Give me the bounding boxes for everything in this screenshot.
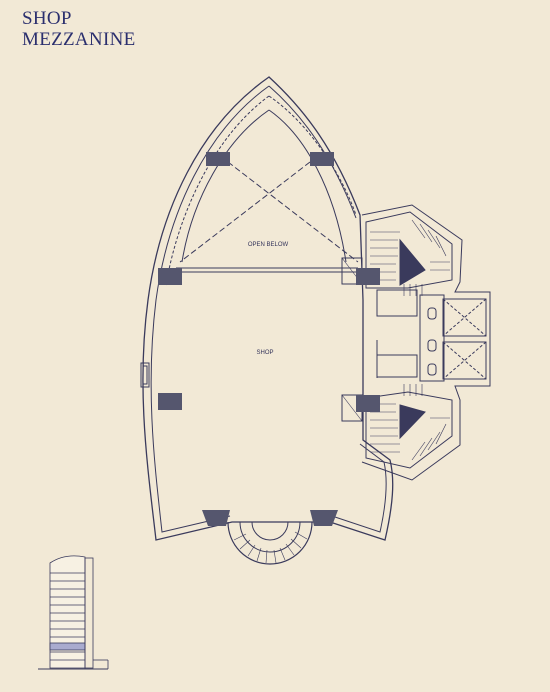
current-floor-highlight	[49, 642, 86, 651]
key-plan	[38, 555, 109, 670]
inner-wall	[150, 85, 387, 533]
structural-columns	[158, 152, 380, 526]
shop-label: SHOP	[256, 350, 273, 356]
page-title: SHOP MEZZANINE	[22, 8, 136, 50]
open-below-label: OPEN BELOW	[248, 242, 289, 248]
title-line-2: MEZZANINE	[22, 29, 136, 50]
title-line-1: SHOP	[22, 8, 72, 29]
outer-wall	[142, 76, 394, 541]
